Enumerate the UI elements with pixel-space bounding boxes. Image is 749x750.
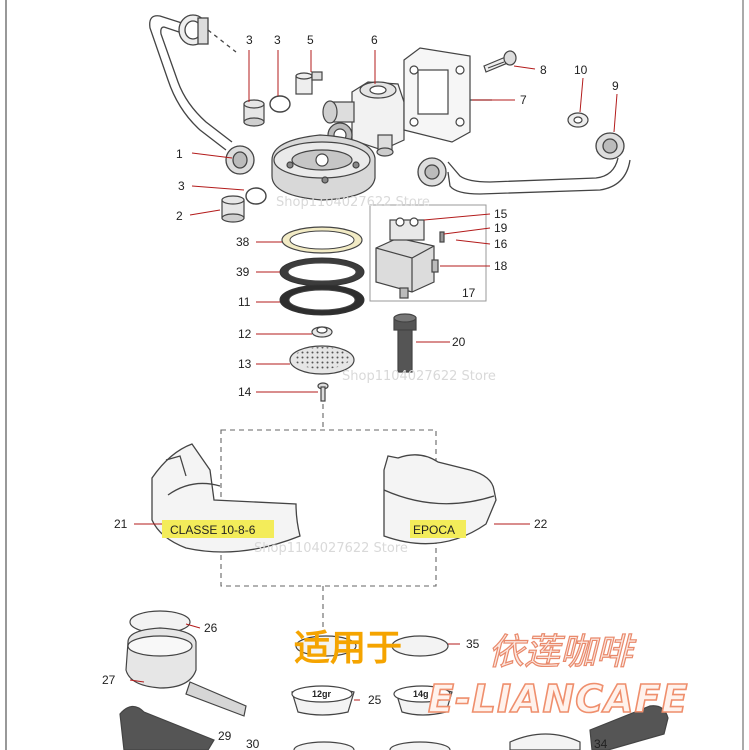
callout-25: 25 [368,693,382,707]
part-group-head [271,47,492,201]
part-basket-bottom [293,733,581,750]
callout-3c: 3 [274,33,281,47]
callout-29: 29 [218,729,232,743]
callout-22: 22 [534,517,548,531]
overlay-brand: E-LIANCAFE [428,677,689,721]
callout-15: 15 [494,207,508,221]
part-screw-14 [317,382,329,402]
callout-5: 5 [307,33,314,47]
part-diffuser-12 [311,326,333,338]
label-filter-14g: 14g [413,689,429,699]
part-basket-14g [393,685,453,716]
callout-35: 35 [466,637,480,651]
part-fitting-2 [221,195,245,223]
overlay-cn-left: 适用于 [294,628,402,669]
callout-27: 27 [102,673,116,687]
part-pin-20 [393,313,417,373]
part-tamper-right [589,705,669,750]
callout-2: 2 [176,209,183,223]
callout-14: 14 [238,385,252,399]
part-washer-10 [567,112,589,128]
callout-34: 34 [594,737,608,750]
callout-9: 9 [612,79,619,93]
part-pipe-left [149,14,255,175]
callout-13: 13 [238,357,252,371]
part-pin-5 [295,71,323,95]
watermark-1: Shop1104027622 Store [276,195,430,210]
part-screen-13 [289,345,355,375]
callout-6: 6 [371,33,378,47]
callout-11: 11 [238,295,251,309]
callout-8: 8 [540,63,547,77]
callout-7: 7 [520,93,527,107]
label-classe: CLASSE 10-8-6 [170,523,256,537]
callout-12: 12 [238,327,252,341]
callout-10: 10 [574,63,588,77]
callout-20: 20 [452,335,466,349]
part-bolt-8 [483,50,517,73]
callout-39: 39 [236,265,250,279]
overlay-cn-right: 依莲咖啡 [488,632,637,673]
part-handle-29 [119,705,215,750]
callout-labels: 1 2 3 3 3 5 6 7 8 9 10 11 12 13 14 15 16… [102,33,619,750]
watermark-2: Shop1104027622 Store [342,369,496,384]
callout-19: 19 [494,221,508,235]
leader-lines [129,50,618,701]
part-shield-classe [151,443,301,553]
watermark-3: Shop1104027622 Store [254,541,408,556]
callout-1: 1 [176,147,183,161]
part-gasket-38 [281,226,363,254]
part-gasket-39 [279,257,365,287]
part-oring-3a [269,95,291,113]
callout-38: 38 [236,235,250,249]
part-gasket-11 [279,284,365,316]
part-basket-25 [291,685,355,716]
callout-18: 18 [494,259,508,273]
callout-26: 26 [204,621,218,635]
part-fitting-4 [243,99,265,127]
part-portafilter [125,610,247,717]
part-oring-3b [245,187,267,205]
label-epoca: EPOCA [413,523,455,537]
callout-30: 30 [246,737,260,750]
part-shield-epoca [383,454,497,545]
callout-21: 21 [114,517,128,531]
part-solenoid-box [369,204,487,302]
callout-17: 17 [462,286,476,300]
callout-3b: 3 [178,179,185,193]
label-filter-12gr: 12gr [312,689,332,699]
callout-16: 16 [494,237,508,251]
part-pipe-right [417,132,631,195]
callout-3a: 3 [246,33,253,47]
part-basket-35 [295,635,449,657]
